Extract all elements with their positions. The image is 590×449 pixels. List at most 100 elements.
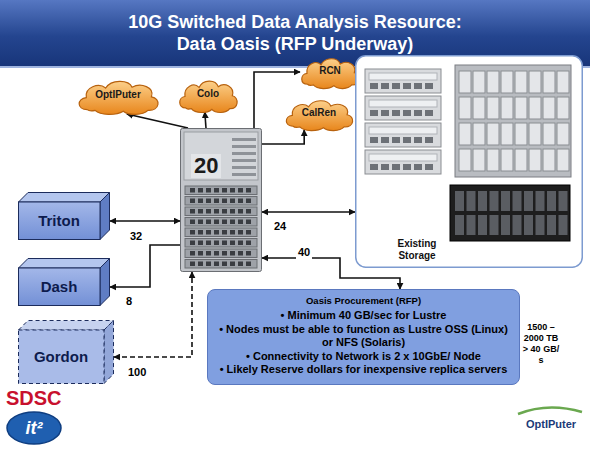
line-card (185, 260, 257, 269)
drive-bay (543, 123, 555, 145)
port (222, 251, 227, 256)
label-holder: SDSC (6, 387, 76, 409)
connector (114, 272, 192, 357)
jbod-bay (490, 191, 499, 211)
port (246, 262, 251, 267)
drive-slot (370, 137, 378, 143)
port (222, 188, 227, 193)
jbod-bay (490, 215, 499, 235)
line-card (185, 249, 257, 258)
line-card (185, 207, 257, 216)
drive-bay (529, 71, 541, 93)
drive-bay (473, 71, 485, 93)
drive-bay (473, 97, 485, 119)
drive-slot (414, 164, 422, 170)
port (246, 241, 251, 246)
network-switch: 20 (180, 128, 262, 272)
jbod-bay (478, 191, 487, 211)
port (222, 230, 227, 235)
drive-bay (473, 123, 485, 145)
drive-slot (403, 83, 411, 89)
link-count: 32 (128, 230, 144, 243)
drive-bay (501, 123, 513, 145)
jbod-bay (524, 215, 533, 235)
drive-bay (529, 149, 541, 171)
port (198, 220, 203, 225)
drive-slot (414, 137, 422, 143)
port (190, 209, 195, 214)
drive-bay (487, 97, 499, 119)
drive-slot (381, 83, 389, 89)
port (206, 188, 211, 193)
cloud-shape (286, 101, 352, 131)
server-unit (365, 96, 441, 120)
switch-chassis (181, 129, 262, 272)
drive-bay (501, 149, 513, 171)
jbod-bay (536, 191, 545, 211)
port (190, 241, 195, 246)
link-count: 24 (272, 220, 288, 233)
drive-bay (459, 149, 471, 171)
jbod-bay (478, 215, 487, 235)
switch-top-panel (184, 132, 258, 180)
port (230, 188, 235, 193)
port (206, 199, 211, 204)
network-cloud: Colo (176, 76, 240, 114)
cloud-shape (180, 81, 237, 112)
drive-bay (557, 97, 569, 119)
node-shape (355, 55, 583, 268)
connector (205, 112, 206, 128)
bullet-text: • Connectivity to Network is 2 x 10GbE/ … (216, 350, 511, 364)
port (198, 199, 203, 204)
port (230, 251, 235, 256)
logo-text: it² (8, 417, 60, 439)
jbod-bay (559, 191, 568, 211)
logo-text: OptIPuter (518, 418, 584, 431)
drive-slot (381, 164, 389, 170)
port (214, 220, 219, 225)
drive-slot (370, 83, 378, 89)
drive-slot (425, 137, 433, 143)
port (246, 251, 251, 256)
logo-text: SDSC (6, 387, 76, 409)
drive-slot (425, 110, 433, 116)
edge-label-holder: 8 (124, 291, 134, 309)
cloud-shape (79, 81, 158, 114)
box-front (19, 330, 105, 384)
network-cloud: OptIPuter (74, 76, 162, 116)
connector (110, 220, 180, 222)
jbod-bay (501, 191, 510, 211)
box-front (19, 202, 101, 240)
drive-slot (392, 83, 400, 89)
port (206, 209, 211, 214)
port (230, 220, 235, 225)
jbod-bay (559, 215, 568, 235)
drive-bay (543, 97, 555, 119)
edge-label-holder: 32 (128, 226, 144, 244)
server-panel (369, 100, 437, 107)
port (222, 262, 227, 267)
cloud-shape (302, 59, 359, 89)
bullet-text: • Minimum 40 GB/sec for Lustre (216, 309, 511, 323)
vent-slot (232, 152, 256, 155)
drive-bay (487, 149, 499, 171)
drive-bay (543, 71, 555, 93)
node-label: Existing Storage (385, 238, 449, 262)
node-label: Triton (38, 212, 80, 230)
line-card (185, 239, 257, 248)
port (214, 230, 219, 235)
slide-title: 10G Switched Data Analysis Resource: Dat… (120, 0, 470, 55)
drive-slot (403, 164, 411, 170)
drive-bay (515, 71, 527, 93)
storage-region: Existing Storage (355, 55, 583, 268)
port (198, 209, 203, 214)
port (246, 209, 251, 214)
port (230, 262, 235, 267)
drive-bay (543, 149, 555, 171)
jbod-bay (467, 191, 476, 211)
server-unit (365, 150, 441, 174)
cluster-box: Triton (18, 192, 110, 240)
box-top (19, 321, 114, 331)
drive-slot (392, 110, 400, 116)
jbod-bay (501, 215, 510, 235)
